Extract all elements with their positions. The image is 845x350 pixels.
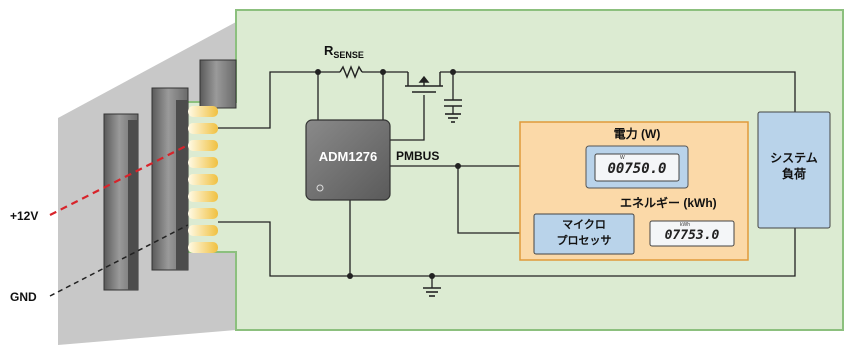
mcu-label-line1: マイクロ: [562, 219, 606, 231]
rsense-subscript: SENSE: [333, 50, 364, 60]
capacitor-symbol: [444, 99, 462, 123]
v12-label: +12V: [10, 209, 39, 223]
energy-title: エネルギー (kWh): [620, 196, 717, 210]
power-title: 電力 (W): [613, 127, 661, 141]
power-unit: W: [620, 155, 625, 161]
chip-pin1-dot: [316, 184, 324, 192]
ground-symbol: [423, 287, 441, 297]
mosfet-symbol: [405, 72, 443, 93]
microprocessor-box: [533, 213, 635, 255]
pmbus-label: PMBUS: [396, 149, 440, 163]
gnd-label: GND: [10, 290, 37, 304]
junction-dots: [315, 69, 461, 279]
gnd-dashed-line: [49, 224, 189, 297]
power-display-screen: [594, 153, 680, 182]
adm1276-chip: [305, 119, 391, 201]
sense-resistor: [339, 65, 363, 79]
system-load-box: [757, 111, 831, 229]
mcu-label-line2: プロセッサ: [556, 235, 612, 247]
chip-label: ADM1276: [318, 149, 378, 164]
rsense-main: R: [324, 43, 334, 58]
power-value: 00750.0: [607, 161, 667, 177]
load-label-line1: システム: [770, 151, 818, 165]
connectors: [103, 59, 237, 291]
v12-dashed-line: [49, 144, 189, 216]
energy-display-screen: [649, 220, 735, 247]
energy-unit: kWh: [680, 222, 690, 228]
load-label-line2: 負荷: [781, 167, 806, 181]
energy-value: 07753.0: [664, 228, 720, 243]
edge-fingers: [188, 106, 218, 253]
rsense-label: RSENSE: [324, 43, 364, 60]
